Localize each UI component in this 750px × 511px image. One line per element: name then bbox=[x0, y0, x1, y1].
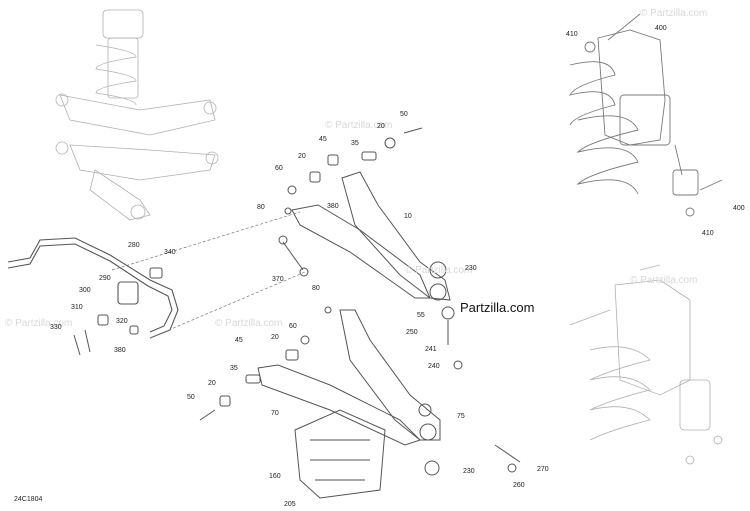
callout-240[interactable]: 240 bbox=[428, 363, 440, 370]
callout-230[interactable]: 230 bbox=[463, 468, 475, 475]
callout-35[interactable]: 35 bbox=[351, 140, 359, 147]
callout-410[interactable]: 410 bbox=[702, 230, 714, 237]
callout-340[interactable]: 340 bbox=[164, 249, 176, 256]
brand-label: Partzilla.com bbox=[460, 300, 535, 315]
watermark-4: © Partzilla.com bbox=[215, 318, 283, 329]
callout-230[interactable]: 230 bbox=[465, 265, 477, 272]
callout-320[interactable]: 320 bbox=[116, 318, 128, 325]
callout-75[interactable]: 75 bbox=[457, 413, 465, 420]
callout-50[interactable]: 50 bbox=[400, 111, 408, 118]
callout-35[interactable]: 35 bbox=[230, 365, 238, 372]
upper-control-arm bbox=[291, 171, 451, 301]
sway-bar bbox=[7, 237, 179, 339]
callout-310[interactable]: 310 bbox=[71, 304, 83, 311]
callout-80[interactable]: 80 bbox=[312, 285, 320, 292]
watermark-3: © Partzilla.com bbox=[5, 318, 73, 329]
callout-60[interactable]: 60 bbox=[275, 165, 283, 172]
watermark-1: © Partzilla.com bbox=[640, 8, 708, 19]
callout-80[interactable]: 80 bbox=[257, 204, 265, 211]
callout-400[interactable]: 400 bbox=[733, 205, 745, 212]
callout-280[interactable]: 280 bbox=[128, 242, 140, 249]
callout-50[interactable]: 50 bbox=[187, 394, 195, 401]
callout-20[interactable]: 20 bbox=[377, 123, 385, 130]
callout-380[interactable]: 380 bbox=[114, 347, 126, 354]
watermark-2: © Partzilla.com bbox=[630, 275, 698, 286]
callout-160[interactable]: 160 bbox=[269, 473, 281, 480]
callout-10[interactable]: 10 bbox=[404, 213, 412, 220]
shock-assembly-ghost bbox=[569, 264, 723, 465]
skid-plate bbox=[294, 409, 386, 499]
callout-20[interactable]: 20 bbox=[298, 153, 306, 160]
callout-20[interactable]: 20 bbox=[271, 334, 279, 341]
callout-380[interactable]: 380 bbox=[327, 203, 339, 210]
watermark-5: © Partzilla.com bbox=[405, 265, 473, 276]
callout-330[interactable]: 330 bbox=[50, 324, 62, 331]
callout-55[interactable]: 55 bbox=[417, 312, 425, 319]
watermark-6: © Partzilla.com bbox=[325, 120, 393, 131]
callout-70[interactable]: 70 bbox=[271, 410, 279, 417]
sway-bar-link bbox=[278, 235, 309, 277]
callout-241[interactable]: 241 bbox=[425, 346, 437, 353]
lower-control-arm bbox=[257, 309, 441, 446]
bolts-and-bushings bbox=[73, 127, 521, 476]
callout-45[interactable]: 45 bbox=[235, 337, 243, 344]
callout-45[interactable]: 45 bbox=[319, 136, 327, 143]
callout-300[interactable]: 300 bbox=[79, 287, 91, 294]
shock-assembly-right bbox=[569, 13, 723, 217]
callout-400[interactable]: 400 bbox=[655, 25, 667, 32]
callout-250[interactable]: 250 bbox=[406, 329, 418, 336]
callout-370[interactable]: 370 bbox=[272, 276, 284, 283]
callout-290[interactable]: 290 bbox=[99, 275, 111, 282]
callout-60[interactable]: 60 bbox=[289, 323, 297, 330]
callout-410[interactable]: 410 bbox=[566, 31, 578, 38]
callout-270[interactable]: 270 bbox=[537, 466, 549, 473]
callout-205[interactable]: 205 bbox=[284, 501, 296, 508]
callout-20[interactable]: 20 bbox=[208, 380, 216, 387]
callout-260[interactable]: 260 bbox=[513, 482, 525, 489]
diagram-code: 24C1804 bbox=[14, 496, 43, 503]
dashed-leader-lines bbox=[111, 211, 306, 339]
overview-assembly-ghost bbox=[55, 9, 219, 221]
